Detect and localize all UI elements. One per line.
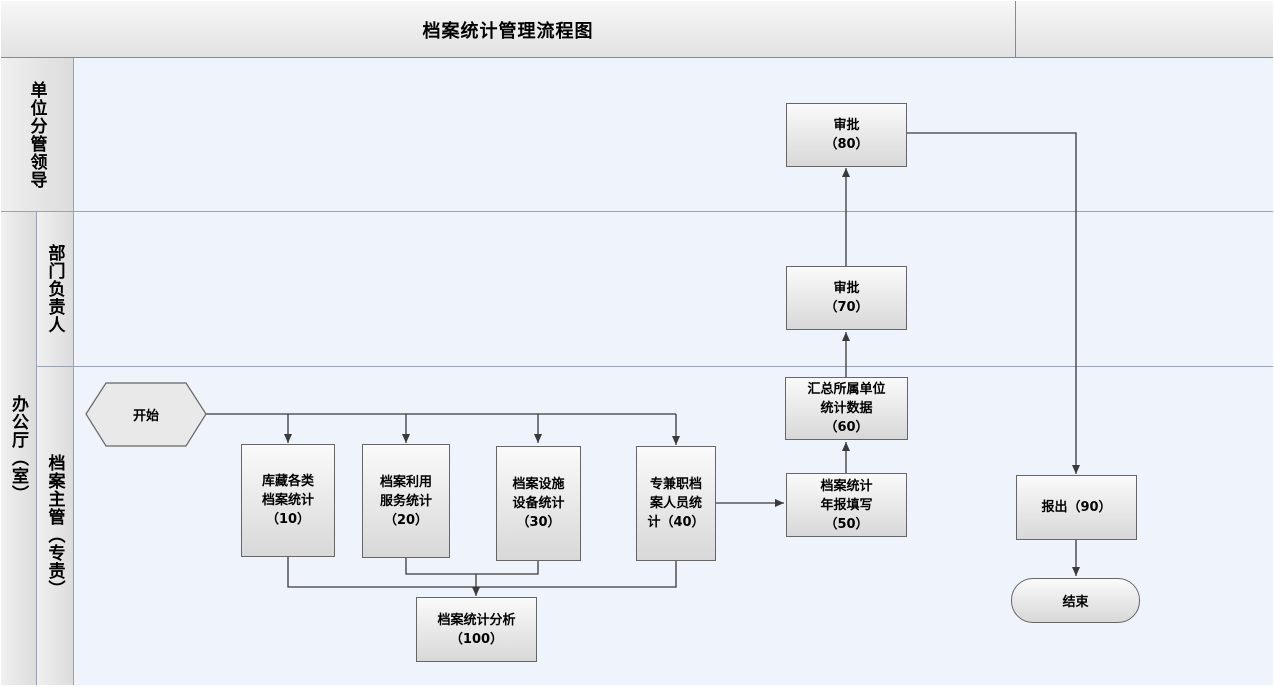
end-node: 结束 — [1011, 578, 1140, 623]
process-60: 汇总所属单位 统计数据 （60） — [785, 377, 908, 440]
edge-80-90 — [907, 132, 1080, 474]
edge-10-100 — [287, 557, 677, 588]
lane-leader — [74, 58, 1273, 212]
process-100: 档案统计分析 （100） — [416, 597, 537, 662]
start-node: 开始 — [132, 409, 159, 424]
lane-header-leader: 单位分管领导 — [1, 58, 74, 212]
process-20: 档案利用 服务统计 （20） — [362, 444, 450, 558]
process-30: 档案设施 设备统计 （30） — [496, 446, 581, 561]
lane-header-office: 办公厅（室） — [1, 212, 37, 685]
lane-header-archivist: 档案主管（专责） — [37, 367, 74, 685]
process-50: 档案统计 年报填写 （50） — [786, 473, 907, 537]
title-bar — [1, 1, 1273, 58]
title-side-cell — [1015, 1, 1273, 58]
diagram-title: 档案统计管理流程图 — [422, 20, 594, 42]
start-terminator-shape — [85, 382, 207, 447]
edge-20-100 — [405, 558, 539, 575]
process-90: 报出（90） — [1016, 475, 1137, 540]
lane-dept-head — [74, 212, 1273, 367]
process-10: 库藏各类 档案统计 （10） — [241, 444, 335, 557]
process-80: 审批 （80） — [786, 103, 907, 167]
process-70: 审批 （70） — [786, 266, 907, 330]
lane-header-dept-head: 部门负责人 — [37, 212, 74, 367]
process-40: 专兼职档 案人员统 计（40） — [636, 446, 716, 561]
